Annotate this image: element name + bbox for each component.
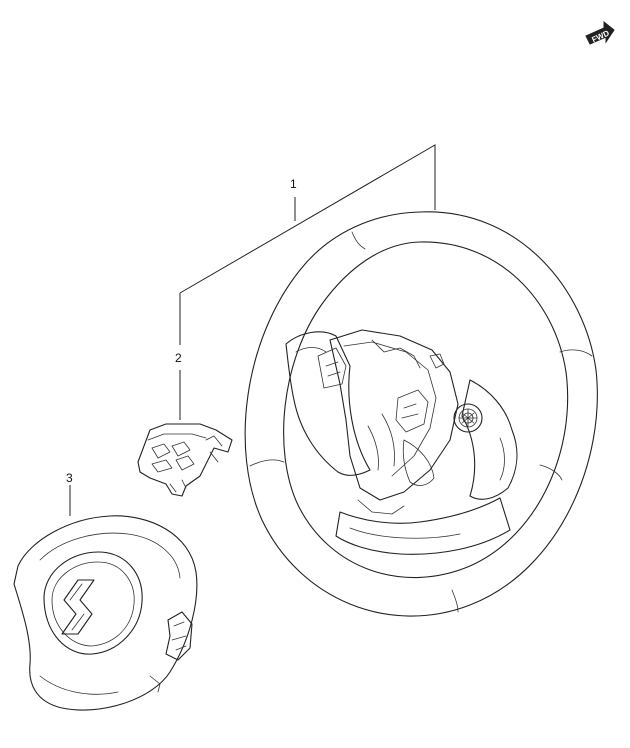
steering-switch [137, 423, 233, 497]
spoke-detail [295, 347, 327, 353]
spoke-detail [349, 527, 461, 539]
airbag-upper-crease [39, 532, 181, 579]
switch-housing [137, 423, 233, 497]
hub-clip [429, 353, 445, 369]
switch-mount-left [317, 347, 347, 389]
switch-button [175, 455, 195, 471]
callout-2: 2 [175, 351, 182, 365]
airbag-connector [165, 611, 193, 661]
bottom-spoke [335, 497, 511, 555]
emblem-pad-inner [51, 561, 135, 647]
switch-mount-detail [325, 361, 341, 377]
hub-inner-edge [343, 341, 437, 477]
right-spoke [461, 379, 518, 500]
rim-seam [539, 464, 563, 481]
fwd-label: FWD [590, 28, 611, 44]
callout-1: 1 [290, 177, 297, 191]
rim-seam [559, 349, 593, 357]
switch-tab [205, 435, 223, 463]
switch-mount-right [395, 389, 429, 433]
wheel-hub [329, 329, 459, 501]
switch-edge [147, 433, 207, 441]
switch-mount-detail [401, 403, 419, 419]
switch-button [151, 443, 171, 459]
connector-detail [171, 621, 187, 651]
switch-connector [169, 479, 187, 493]
wheel-rim-outer [244, 211, 598, 617]
wheel-rim-inner [283, 241, 569, 579]
hub-rib [381, 413, 395, 467]
airbag-module [13, 515, 198, 711]
callout-3: 3 [66, 471, 73, 485]
suzuki-logo-icon [61, 579, 95, 635]
left-spoke [285, 331, 371, 476]
steering-wheel [244, 211, 598, 617]
spoke-detail [499, 437, 505, 481]
hub-rib [367, 425, 379, 471]
switch-button [171, 441, 191, 457]
airbag-clip [149, 675, 161, 693]
hub-cutout [402, 439, 435, 486]
forward-arrow-icon [585, 20, 615, 45]
hub-lower-detail [357, 499, 405, 515]
airbag-cover [13, 515, 198, 711]
steering-boss [453, 403, 483, 433]
rim-seam [351, 231, 366, 250]
switch-button [151, 459, 173, 473]
leader-1-bracket [179, 144, 436, 294]
rim-seam [451, 589, 459, 613]
rim-seam [249, 459, 285, 467]
airbag-lower-crease [39, 675, 119, 695]
leader-lines [69, 144, 436, 516]
hub-detail [371, 339, 421, 369]
emblem-pad [43, 551, 143, 655]
fwd-badge: FWD [585, 20, 615, 45]
